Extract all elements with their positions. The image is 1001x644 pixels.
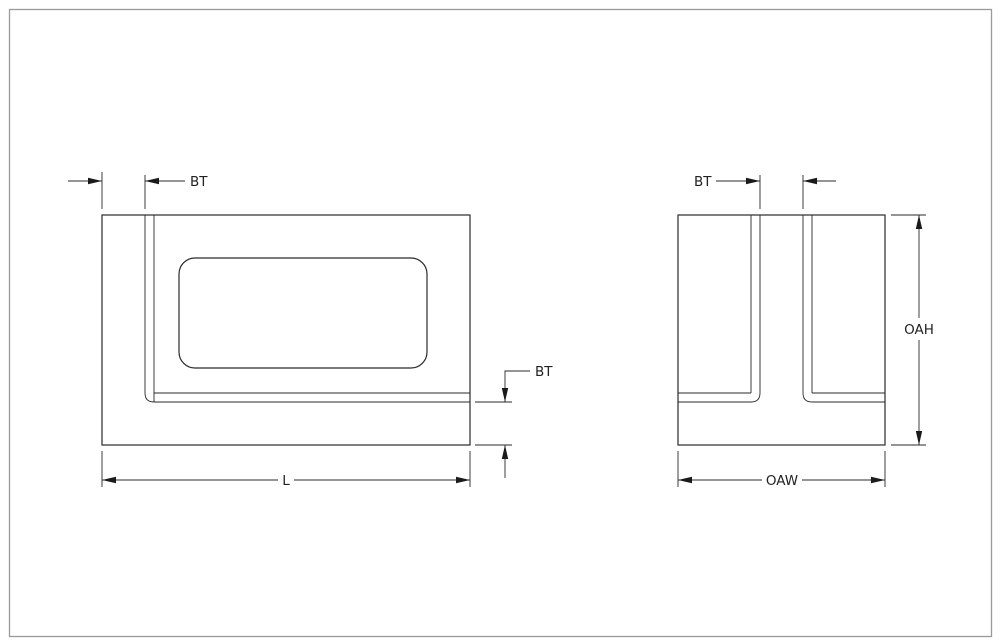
front-fillet-edge xyxy=(153,215,470,402)
front-outline xyxy=(101,214,471,446)
dim-label-bt-top: BT xyxy=(694,174,712,190)
dimension-arrow xyxy=(501,370,530,402)
dim-label-width: OAW xyxy=(766,473,798,489)
front-view: BT BT L xyxy=(68,172,553,489)
side-view: BT OAH OAW xyxy=(677,174,934,489)
dim-label-length: L xyxy=(282,473,290,489)
side-outline xyxy=(677,214,886,446)
drawing-frame xyxy=(8,8,993,638)
front-window xyxy=(178,257,428,369)
dim-label-bt-side: BT xyxy=(535,364,553,380)
side-slot-right-edge xyxy=(802,215,885,403)
dim-label-bt-top: BT xyxy=(190,174,208,190)
dim-label-height: OAH xyxy=(904,322,934,338)
front-inner-edge xyxy=(144,215,470,403)
side-slot-left-edge xyxy=(678,215,761,403)
